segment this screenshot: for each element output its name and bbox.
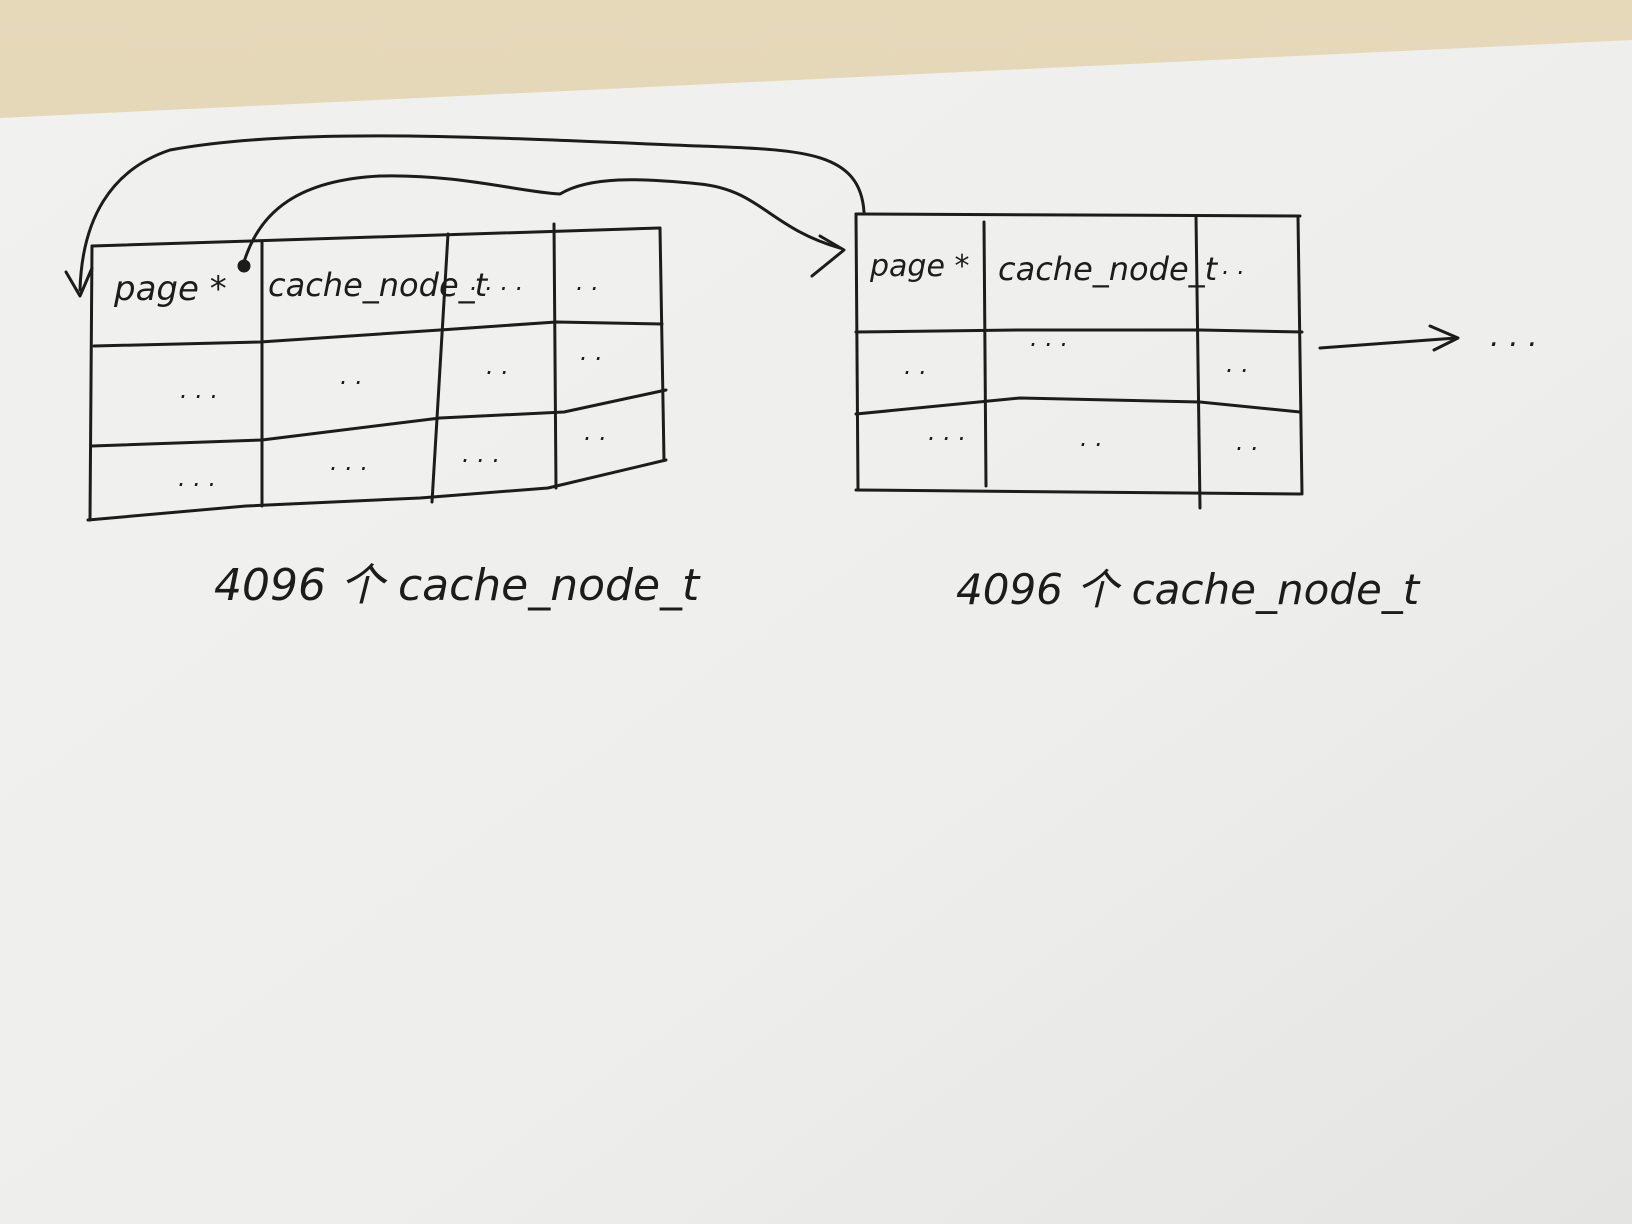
cache-block-2-grid <box>854 212 1304 510</box>
block2-cell-dots: . . <box>904 352 927 380</box>
pointer-arrows <box>64 134 1460 352</box>
next-block-arrowhead <box>1428 324 1460 352</box>
cache-block-1-grid <box>86 222 668 522</box>
block1-cell-dots: . . . <box>180 376 218 404</box>
block1-cell-dots: . . <box>576 268 599 296</box>
block1-cell-dots: . . . <box>462 440 500 468</box>
block1-cell-dots: . . <box>584 418 607 446</box>
page-pointer-arrow <box>242 174 842 264</box>
block2-cell-page-pointer: page * <box>869 249 969 284</box>
block1-cell-dots: . . . <box>330 448 368 476</box>
block1-cell-dots: . . <box>580 338 603 366</box>
paper-surface <box>0 40 1632 1224</box>
back-pointer-arrow <box>78 134 866 292</box>
block1-cell-dots: . . . <box>178 464 216 492</box>
block1-cell-page-pointer: page * <box>113 269 227 309</box>
block1-label: 4096 个 cache_node_t <box>214 560 701 611</box>
next-block-arrow <box>1318 336 1458 350</box>
back-pointer-arrowhead <box>64 266 94 298</box>
page-pointer-arrowhead <box>810 234 846 278</box>
block2-cell-dots: . . <box>1080 424 1103 452</box>
block2-cell-dots: . . . <box>928 418 966 446</box>
block2-cell-dots: . . <box>1236 428 1259 456</box>
continuation-dots: . . . <box>1490 319 1538 354</box>
block2-cell-dots: . . <box>1222 252 1245 280</box>
block1-cell-dots: . . <box>486 352 509 380</box>
block1-cell-cache-node: cache_node_t <box>268 266 489 304</box>
block1-cell-dots: . . <box>340 362 363 390</box>
block2-cell-dots: . . <box>1226 350 1249 378</box>
block1-cell-dots: . . . . <box>470 268 523 296</box>
block2-label: 4096 个 cache_node_t <box>956 565 1421 614</box>
block2-cell-cache-node: cache_node_t <box>998 250 1219 288</box>
block2-cell-dots: . . . <box>1030 324 1068 352</box>
